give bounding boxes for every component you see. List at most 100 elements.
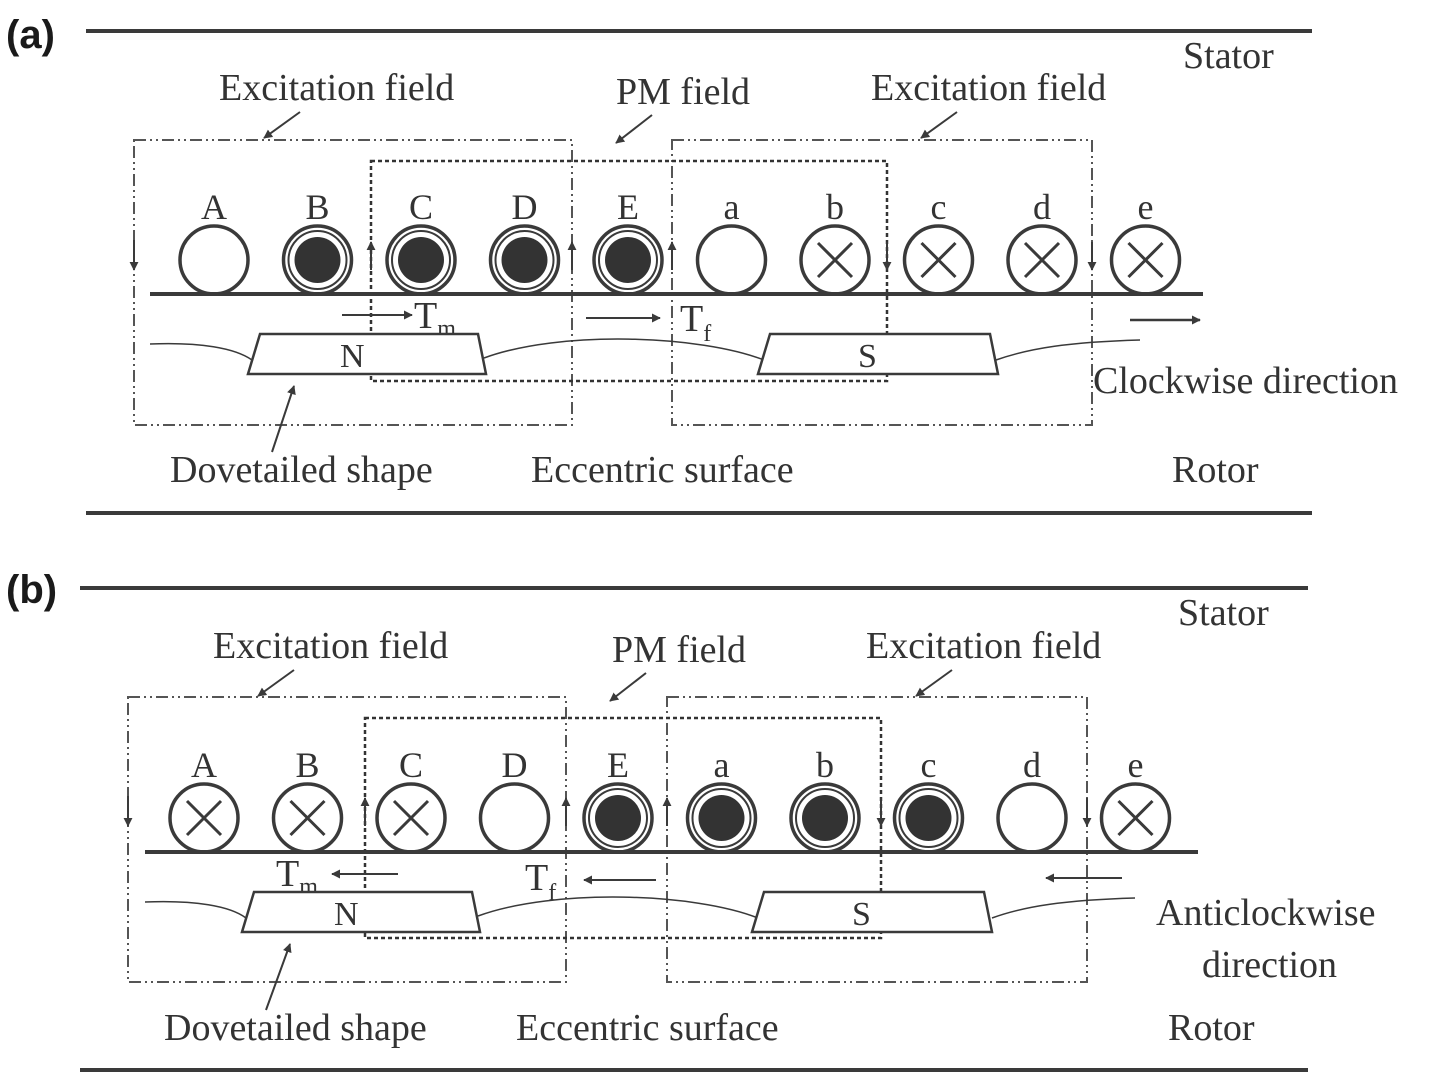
coil-label: a <box>714 745 730 785</box>
coil-label: E <box>617 187 639 227</box>
eccentric-curve-left-b <box>144 900 247 919</box>
tf-label-a: Tf <box>680 298 711 347</box>
coil-a-upper-b: A <box>168 745 240 854</box>
eccentric-curve-mid-b <box>477 896 759 919</box>
coil-a-lower-b: a <box>685 745 758 854</box>
coil-label: a <box>724 187 740 227</box>
coil-label: B <box>305 187 329 227</box>
excitation-right-pointer-a <box>920 111 958 139</box>
pole-s-label-a: S <box>858 338 877 375</box>
coil-inner-ring <box>691 788 752 848</box>
panel-label-a: (a) <box>6 13 55 57</box>
coil-b-lower-a: b <box>799 187 871 296</box>
coil-c-upper-b: C <box>375 745 447 854</box>
coil-label: D <box>512 187 538 227</box>
coil-inner-ring <box>795 788 855 848</box>
excitation-left-label-b: Excitation field <box>213 625 448 667</box>
coil-c-lower-b: c <box>892 745 965 854</box>
pm-field-box-b <box>363 716 883 940</box>
current-in-cross-icon <box>920 241 957 279</box>
excitation-box-left-b <box>127 696 567 983</box>
coil-label: C <box>409 187 433 227</box>
coil-e-lower-b: e <box>1099 745 1172 854</box>
coil-ring <box>996 782 1068 854</box>
current-out-dot-icon <box>905 795 952 841</box>
excitation-right-pointer-b <box>915 669 953 697</box>
coil-inner-ring <box>391 230 451 290</box>
current-in-cross-icon <box>1023 241 1061 279</box>
panel-a: (a) Stator Rotor Excitation field PM fie… <box>6 13 1398 515</box>
eccentric-curve-mid-a <box>483 338 765 361</box>
eccentric-curve-left-a <box>149 342 253 361</box>
dovetail-label-b: Dovetailed shape <box>164 1007 427 1049</box>
coil-b-lower-b: b <box>789 745 861 854</box>
coil-label: e <box>1128 745 1144 785</box>
coil-inner-ring <box>494 230 555 290</box>
pole-s-label-b: S <box>852 896 871 933</box>
current-in-cross-icon <box>392 799 430 837</box>
current-in-cross-icon <box>289 799 326 837</box>
pm-field-pointer-b <box>609 672 647 702</box>
coil-a-upper-a: A <box>178 187 250 296</box>
coil-e-upper-a: E <box>592 187 664 296</box>
pm-field-box-a <box>369 159 889 383</box>
current-in-cross-icon <box>1117 799 1154 837</box>
panel-label-b: (b) <box>6 568 57 612</box>
dovetail-label-a: Dovetailed shape <box>170 449 433 491</box>
coil-label: A <box>191 745 217 785</box>
excitation-left-pointer-b <box>257 669 295 697</box>
current-in-cross-icon <box>816 241 854 279</box>
coil-label: E <box>607 745 629 785</box>
coil-c-upper-a: C <box>385 187 457 296</box>
coil-label: d <box>1033 187 1051 227</box>
coil-inner-ring <box>598 230 658 290</box>
current-out-dot-icon <box>698 795 745 841</box>
pole-n-label-a: N <box>340 338 365 375</box>
dovetail-pointer-b <box>265 943 292 1011</box>
dovetail-pointer-a <box>271 385 296 453</box>
current-out-dot-icon <box>595 795 641 841</box>
coil-label: c <box>931 187 947 227</box>
current-in-cross-icon <box>185 799 223 837</box>
direction-label-a: Clockwise direction <box>1093 360 1398 402</box>
coil-label: b <box>826 187 844 227</box>
eccentric-curve-right-b <box>991 897 1136 919</box>
coil-ring <box>478 782 551 854</box>
rotor-label-a: Rotor <box>1172 449 1259 491</box>
coil-e-upper-b: E <box>582 745 654 854</box>
pole-s-b <box>750 890 994 934</box>
excitation-box-left-a <box>133 139 573 426</box>
coil-b-upper-b: B <box>271 745 344 854</box>
stator-label-b: Stator <box>1178 592 1269 634</box>
excitation-left-pointer-a <box>263 111 301 139</box>
current-out-dot-icon <box>398 237 444 283</box>
coil-inner-ring <box>898 788 959 848</box>
coil-label: e <box>1138 187 1154 227</box>
coil-label: D <box>502 745 528 785</box>
current-out-dot-icon <box>605 237 651 283</box>
current-in-cross-icon <box>1127 241 1164 279</box>
coil-d-lower-a: d <box>1006 187 1078 296</box>
current-out-dot-icon <box>294 237 341 283</box>
direction-label-b-line2: direction <box>1202 944 1337 986</box>
pole-n-label-b: N <box>334 896 359 933</box>
excitation-right-label-b: Excitation field <box>866 625 1101 667</box>
pm-field-label-b: PM field <box>612 629 746 671</box>
coil-label: c <box>921 745 937 785</box>
coil-ring <box>178 224 250 296</box>
stator-label-a: Stator <box>1183 35 1274 77</box>
coil-label: A <box>201 187 227 227</box>
coil-d-upper-a: D <box>488 187 561 296</box>
pole-n-a <box>246 332 488 376</box>
eccentric-label-a: Eccentric surface <box>531 449 794 491</box>
rotor-label-b: Rotor <box>1168 1007 1255 1049</box>
excitation-box-right-a <box>671 139 1093 426</box>
excitation-left-label-a: Excitation field <box>219 67 454 109</box>
coil-inner-ring <box>588 788 648 848</box>
coil-label: B <box>295 745 319 785</box>
coil-label: b <box>816 745 834 785</box>
pm-field-label-a: PM field <box>616 71 750 113</box>
coil-ring <box>695 224 768 296</box>
